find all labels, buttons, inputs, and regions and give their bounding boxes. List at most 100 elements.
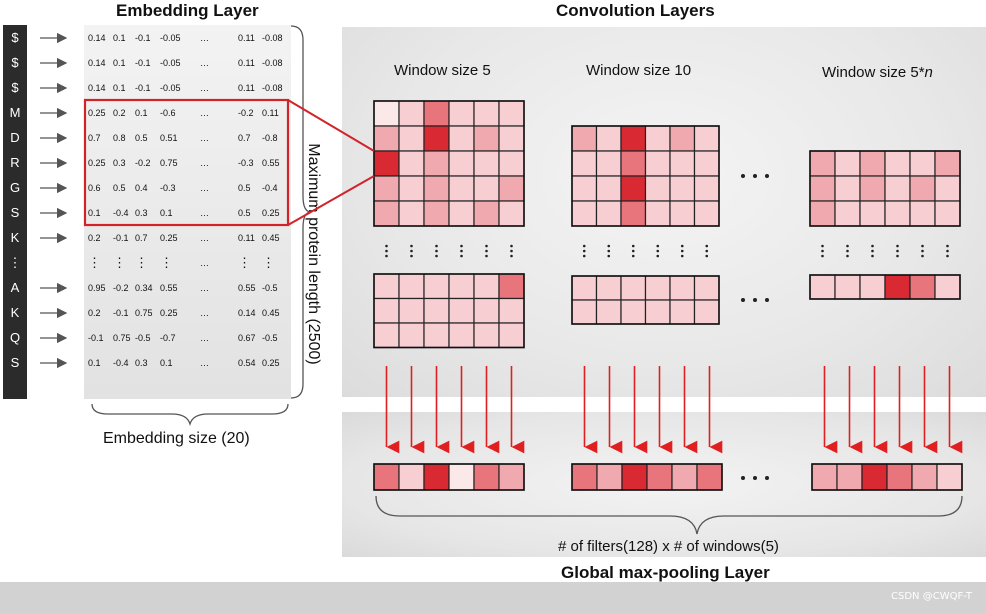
- filter-cell: [498, 125, 525, 152]
- pooled-cell: [423, 463, 450, 491]
- vertical-dot: [460, 249, 463, 253]
- embedding-value: -0.2: [113, 283, 129, 293]
- embedding-value: -0.08: [262, 33, 283, 43]
- filter-window-5n-top: [809, 150, 961, 227]
- filter-cell: [473, 100, 500, 127]
- vertical-dot: [385, 244, 388, 248]
- filter-outline: [809, 274, 961, 300]
- filter-cell: [693, 150, 720, 177]
- filter-window-5n-bottom: [809, 274, 961, 300]
- embedding-value: -0.5: [262, 283, 278, 293]
- embedding-value: 0.4: [135, 183, 148, 193]
- filter-cell: [934, 200, 961, 227]
- embedding-value: 0.1: [160, 358, 173, 368]
- embedding-value: 0.3: [113, 158, 126, 168]
- embedding-value: -0.05: [160, 58, 181, 68]
- filter-cell: [595, 150, 622, 177]
- vertical-dot: [582, 254, 586, 258]
- embedding-value: …: [200, 33, 209, 43]
- vertical-dot: [410, 244, 413, 248]
- embedding-value: 0.2: [88, 308, 101, 318]
- filter-cell: [571, 125, 598, 152]
- embedding-value: ⋮: [113, 255, 126, 270]
- embedding-value: …: [200, 158, 209, 168]
- embedding-value: …: [200, 58, 209, 68]
- embedding-value: 0.45: [262, 308, 280, 318]
- vertical-dot: [656, 249, 660, 253]
- token-cell: $: [11, 55, 19, 70]
- filter-window-10-bottom: [571, 275, 720, 325]
- vertical-dot: [946, 254, 949, 258]
- embedding-value: -0.4: [113, 358, 129, 368]
- embedding-value: 0.14: [238, 308, 256, 318]
- pooled-window-5: [373, 463, 525, 491]
- filter-cell: [595, 125, 622, 152]
- pooled-outline: [373, 463, 525, 491]
- vertical-dot: [871, 254, 874, 258]
- embedding-size-label: Embedding size (20): [103, 430, 250, 447]
- horizontal-dot: [765, 298, 769, 302]
- vertical-dot: [705, 254, 709, 258]
- window-highlight: [83, 98, 375, 227]
- window-size-5n-label: Window size 5*n: [822, 64, 933, 81]
- vertical-dot: [846, 249, 849, 253]
- pooling-layer-title: Global max-pooling Layer: [561, 563, 770, 582]
- embedding-layer-title: Embedding Layer: [116, 1, 259, 20]
- embedding-value: 0.75: [113, 333, 131, 343]
- vertical-dot: [631, 244, 635, 248]
- token-cell: Q: [9, 330, 21, 345]
- vertical-dot: [460, 244, 463, 248]
- filter-cell: [669, 299, 696, 325]
- filter-cell: [934, 150, 961, 177]
- filter-cell: [644, 200, 671, 227]
- embedding-value: -0.2: [238, 108, 254, 118]
- convolution-layers-title: Convolution Layers: [556, 1, 715, 20]
- pooled-cell: [373, 463, 400, 491]
- embedding-value: -0.1: [113, 308, 129, 318]
- filter-cell: [909, 200, 936, 227]
- filter-cell: [473, 150, 500, 177]
- embedding-size-brace: [91, 403, 289, 427]
- filter-cell: [934, 175, 961, 202]
- filter-cell: [669, 125, 696, 152]
- filter-cell: [571, 150, 598, 177]
- embedding-value: -0.4: [113, 208, 129, 218]
- horizontal-dot: [765, 174, 769, 178]
- vertical-dot: [821, 254, 824, 258]
- filter-cell: [448, 297, 475, 324]
- pooled-cell: [398, 463, 425, 491]
- continuation-dots: [385, 174, 949, 480]
- filter-cell: [693, 175, 720, 202]
- embedding-value: 0.25: [262, 208, 280, 218]
- embedding-value: 0.55: [160, 283, 178, 293]
- vertical-dot: [705, 249, 709, 253]
- embedding-value: …: [200, 258, 209, 268]
- embedding-value: …: [200, 308, 209, 318]
- vertical-dot: [821, 249, 824, 253]
- embedding-value: -0.3: [160, 183, 176, 193]
- vertical-dot: [385, 249, 388, 253]
- embedding-value: 0.1: [160, 208, 173, 218]
- filter-cell: [373, 150, 400, 177]
- filter-cell: [498, 100, 525, 127]
- vertical-dot: [946, 244, 949, 248]
- filter-cell: [669, 200, 696, 227]
- filter-cell: [373, 100, 400, 127]
- embedding-value: 0.95: [88, 283, 106, 293]
- filter-cell: [693, 299, 720, 325]
- embedding-value: 0.25: [88, 108, 106, 118]
- filter-cell: [909, 175, 936, 202]
- embedding-value: ⋮: [238, 255, 251, 270]
- vertical-dot: [680, 244, 684, 248]
- embedding-value: 0.1: [113, 58, 126, 68]
- vertical-dot: [921, 254, 924, 258]
- vertical-dot: [435, 249, 438, 253]
- filter-cell: [809, 175, 836, 202]
- bottom-bar: [0, 582, 986, 613]
- token-cell: D: [10, 130, 20, 145]
- vertical-dot: [607, 254, 611, 258]
- embedding-value: -0.1: [88, 333, 104, 343]
- vertical-dot: [460, 254, 463, 258]
- vertical-dot: [510, 249, 513, 253]
- vertical-dot: [871, 249, 874, 253]
